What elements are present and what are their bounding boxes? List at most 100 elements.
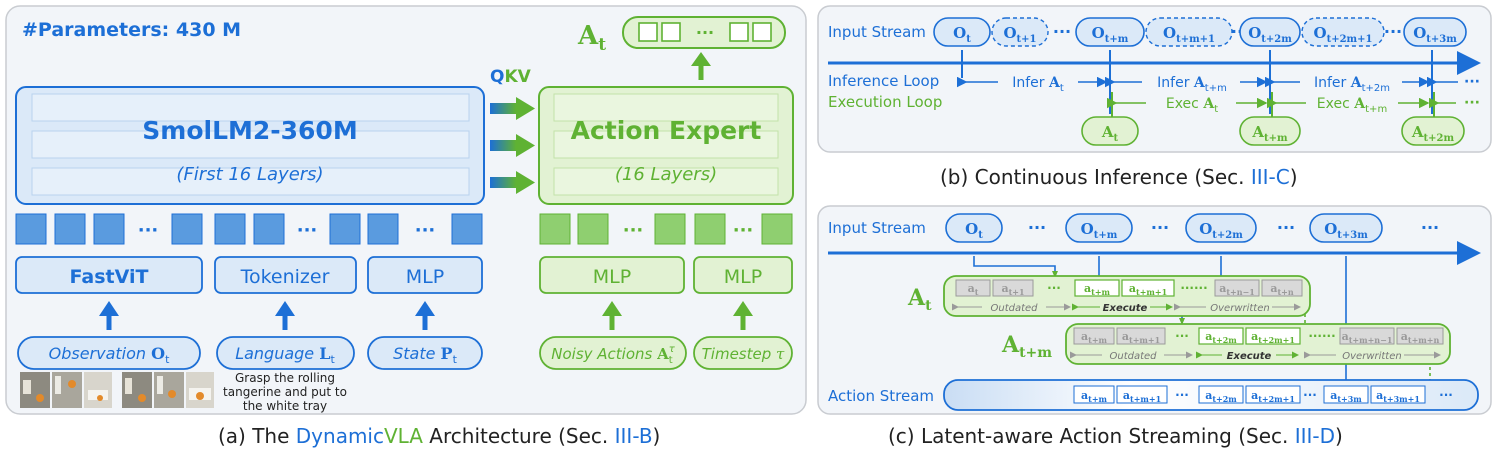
input-stream-label-b: Input Stream xyxy=(828,23,926,41)
svg-text:···: ··· xyxy=(1439,388,1453,402)
svg-text:Ot+m: Ot+m xyxy=(1081,220,1118,241)
svg-text:······: ······ xyxy=(1308,329,1335,343)
tokenizer-label: Tokenizer xyxy=(240,266,330,288)
observation-thumbnails xyxy=(20,372,214,408)
figure-canvas: #Parameters: 430 M SmolLM2-360M (First 1… xyxy=(5,5,1492,415)
panel-a: #Parameters: 430 M SmolLM2-360M (First 1… xyxy=(5,5,807,415)
svg-text:at+m: at+m xyxy=(1081,389,1108,404)
svg-text:at+2m: at+2m xyxy=(1205,330,1237,345)
svg-text:at+m+1: at+m+1 xyxy=(1129,282,1167,297)
exec-at: Exec At xyxy=(1166,96,1218,115)
svg-text:Ot+m+1: Ot+m+1 xyxy=(1163,24,1215,45)
smollm-subtitle: (First 16 Layers) xyxy=(176,164,323,185)
svg-text:at+m+n: at+m+n xyxy=(1401,330,1440,345)
svg-text:at+1: at+1 xyxy=(1001,282,1024,297)
chunk-at: At at at+1 ··· at+m at+m+1 ······ at+n−1… xyxy=(907,275,1311,317)
svg-text:···: ··· xyxy=(1047,281,1061,295)
noisy-actions-input: Noisy Actions Atτ xyxy=(551,344,675,366)
action-expert-title: Action Expert xyxy=(571,116,762,145)
caption-c: (c) Latent-aware Action Streaming (Sec. … xyxy=(888,424,1343,448)
svg-text:at+m: at+m xyxy=(1081,330,1108,345)
infer-at: Infer At xyxy=(1012,75,1064,94)
svg-text:···: ··· xyxy=(138,220,159,241)
input-row: Observation Ot Language Lt State Pt Nois… xyxy=(17,336,793,370)
qkv-connection: QKV xyxy=(490,67,535,194)
qkv-arrow-1 xyxy=(490,97,535,120)
svg-text:at+m: at+m xyxy=(1084,282,1111,297)
infer-atm: Infer At+m xyxy=(1157,75,1227,94)
svg-text:···: ··· xyxy=(1277,218,1295,237)
input-arrows xyxy=(99,301,753,330)
inference-loop-label: Inference Loop xyxy=(828,72,939,90)
chunk2-execute: Execute xyxy=(1227,351,1272,362)
chunk2-outdated: Outdated xyxy=(1109,351,1157,362)
svg-text:the white tray: the white tray xyxy=(243,399,327,413)
at-label: At xyxy=(577,21,606,55)
svg-text:tangerine and put to: tangerine and put to xyxy=(223,385,347,399)
svg-text:···: ··· xyxy=(1303,388,1317,402)
obs-tokens-c: Ot ··· Ot+m ··· Ot+2m ··· Ot+3m ··· xyxy=(945,213,1439,243)
svg-text:···: ··· xyxy=(1464,95,1480,111)
exec-atm: Exec At+m xyxy=(1317,96,1387,115)
svg-text:at: at xyxy=(968,282,979,297)
svg-text:at+2m+1: at+2m+1 xyxy=(1251,330,1295,345)
svg-text:Ot+m: Ot+m xyxy=(1092,24,1129,45)
obs-tokens-b: Ot Ot+1 ··· Ot+m Ot+m+1 ··· Ot+2m Ot+2m+… xyxy=(933,17,1467,47)
chunk-at-label: At xyxy=(907,285,932,314)
svg-text:at+3m+1: at+3m+1 xyxy=(1376,389,1420,404)
svg-text:Grasp the rolling: Grasp the rolling xyxy=(235,371,335,385)
svg-text:Ot: Ot xyxy=(965,220,983,241)
action-tokens-b: At At+m At+2m xyxy=(1081,116,1465,146)
panel-b: Input Stream Inference Loop Execution Lo… xyxy=(817,5,1492,153)
action-expert-block: Action Expert (16 Layers) xyxy=(538,86,794,205)
timestep-input: Timestep τ xyxy=(702,345,785,363)
caption-a: (a) The DynamicVLA Architecture (Sec. II… xyxy=(218,424,661,448)
svg-text:at+n: at+n xyxy=(1270,282,1294,297)
svg-text:at+2m: at+2m xyxy=(1205,389,1237,404)
caption-b: (b) Continuous Inference (Sec. III-C) xyxy=(940,165,1298,189)
smollm-block: SmolLM2-360M (First 16 Layers) xyxy=(15,86,485,205)
svg-text:at+m+1: at+m+1 xyxy=(1122,330,1160,345)
qkv-label: QKV xyxy=(490,67,532,87)
svg-text:···: ··· xyxy=(1464,74,1480,90)
params-label: #Parameters: 430 M xyxy=(22,19,241,41)
svg-text:Ot: Ot xyxy=(953,24,971,45)
panel-c: Input Stream Ot ··· Ot+m ··· Ot+2m ··· O… xyxy=(817,205,1492,415)
infer-at2m: Infer At+2m xyxy=(1314,75,1390,94)
state-input: State Pt xyxy=(393,344,457,366)
svg-text:···: ··· xyxy=(1053,22,1071,41)
svg-text:Ot+2m+1: Ot+2m+1 xyxy=(1314,24,1373,45)
action-expert-subtitle: (16 Layers) xyxy=(615,164,717,185)
chunk-atm: At+m at+m at+m+1 ··· at+2m at+2m+1 ·····… xyxy=(1001,323,1451,365)
svg-text:···: ··· xyxy=(1175,388,1189,402)
svg-text:···: ··· xyxy=(696,23,714,42)
mlp-noisy-label: MLP xyxy=(593,266,631,288)
svg-text:at+n−1: at+n−1 xyxy=(1219,282,1255,297)
svg-text:···: ··· xyxy=(1151,218,1169,237)
input-stream-label-c: Input Stream xyxy=(828,219,926,237)
chunk-atm-label: At+m xyxy=(1001,332,1052,361)
qkv-arrow-3 xyxy=(490,171,535,194)
svg-text:at+m+n−1: at+m+n−1 xyxy=(1342,330,1393,345)
mlp-timestep-label: MLP xyxy=(724,266,762,288)
svg-text:Ot+3m: Ot+3m xyxy=(1324,220,1368,241)
svg-text:Ot+1: Ot+1 xyxy=(1003,24,1036,45)
svg-text:at+3m: at+3m xyxy=(1330,389,1362,404)
svg-text:Ot+3m: Ot+3m xyxy=(1413,24,1457,45)
language-input: Language Lt xyxy=(235,344,335,366)
svg-text:Ot+2m: Ot+2m xyxy=(1199,220,1243,241)
svg-text:···: ··· xyxy=(297,220,318,241)
svg-text:···: ··· xyxy=(623,220,644,241)
infer-row: Infer At Infer At+m Infer At+2m ··· xyxy=(957,74,1480,94)
svg-text:···: ··· xyxy=(1175,329,1189,343)
observation-input: Observation Ot xyxy=(49,344,170,366)
action-stream-label: Action Stream xyxy=(828,387,934,405)
encoder-row: FastViT Tokenizer MLP MLP MLP xyxy=(15,256,793,294)
chunk1-outdated: Outdated xyxy=(990,303,1038,314)
svg-text:···: ··· xyxy=(1028,218,1046,237)
svg-text:······: ······ xyxy=(1180,281,1207,295)
svg-text:Ot+2m: Ot+2m xyxy=(1248,24,1292,45)
svg-text:···: ··· xyxy=(415,220,436,241)
action-stream: Action Stream at+m at+m+1 ··· at+2m at+2… xyxy=(828,379,1479,411)
exec-row: Exec At Exec At+m ··· xyxy=(1107,95,1480,115)
